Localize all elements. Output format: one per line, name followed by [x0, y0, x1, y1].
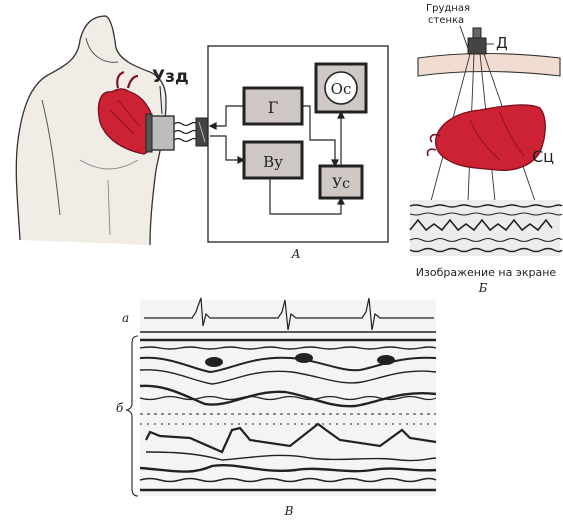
- ecg-trace: [144, 297, 434, 331]
- block-wiring: [208, 105, 345, 215]
- screen-caption: Изображение на экране: [416, 266, 557, 279]
- patient-neck-line: [85, 37, 119, 63]
- signal-cable-top: [173, 121, 199, 127]
- screen-echo-area: [410, 200, 560, 256]
- patient-abdomen-line: [107, 179, 111, 236]
- screen-echo-lines: [409, 204, 563, 253]
- oscilloscope-screen: [324, 71, 358, 105]
- sensor-label: Д: [496, 34, 508, 52]
- transducer-face: [145, 113, 153, 153]
- panel-c: а б В: [116, 297, 437, 518]
- heart-label: Сц: [532, 147, 554, 166]
- heart-icon: [97, 70, 156, 155]
- trace-b-label: б: [116, 401, 124, 415]
- apparatus-frame: [207, 45, 389, 243]
- input-amplifier-label: Ву: [263, 153, 283, 171]
- chest-wall-label-line1: Грудная: [426, 3, 470, 14]
- input-amplifier-block: [242, 140, 304, 180]
- chest-wall: [417, 52, 561, 77]
- panel-c-caption: В: [284, 504, 294, 518]
- patient-ribline: [79, 159, 139, 170]
- panel-a-caption: А: [290, 247, 300, 261]
- sensor-probe: [467, 37, 487, 55]
- patient-arm-line: [41, 99, 61, 216]
- sensor-cap: [472, 27, 482, 39]
- chest-wall-label-line2: стенка: [428, 15, 464, 26]
- m-mode-valve-echoes: [205, 353, 395, 367]
- amplifier-label: Ус: [332, 176, 350, 192]
- panel-b-caption: Б: [478, 281, 488, 295]
- connector-hatch: [198, 121, 206, 143]
- transducer-label: Узд: [152, 67, 189, 87]
- panel-b: Грудная стенка Д Сц: [409, 3, 563, 295]
- transducer-leader: [159, 85, 163, 115]
- signal-cable-bot: [173, 137, 199, 143]
- m-mode-echo-bands: [139, 338, 437, 492]
- heart-section-icon: [426, 104, 546, 172]
- oscilloscope-label: Ос: [331, 80, 352, 98]
- panel-a: Узд Г Ву Ус Ос: [15, 15, 389, 261]
- generator-label: Г: [268, 98, 279, 117]
- signal-cable-mid: [173, 129, 199, 135]
- trace-b-brace: [125, 335, 139, 497]
- trace-a-label: а: [122, 311, 129, 325]
